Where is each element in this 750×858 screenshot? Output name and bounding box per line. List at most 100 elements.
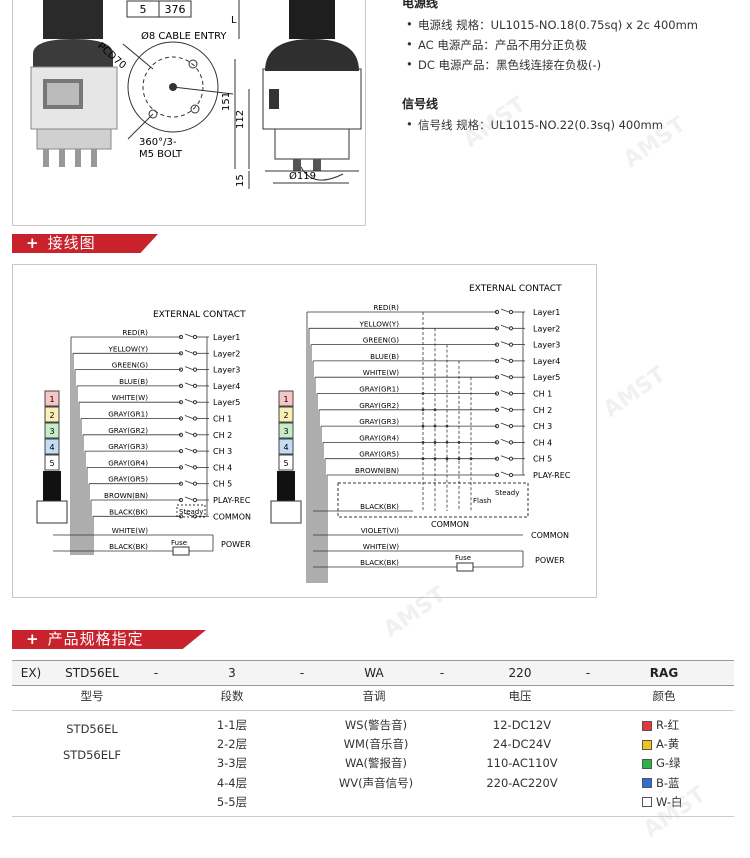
right-contact bbox=[508, 342, 514, 347]
right-wire-label: GRAY(GR3) bbox=[359, 417, 399, 426]
tower-layer-label: 5 bbox=[283, 459, 288, 468]
right-switch bbox=[500, 357, 510, 362]
right-contact bbox=[494, 424, 500, 429]
right-steady-label: Steady bbox=[495, 489, 519, 497]
left-contact bbox=[178, 400, 184, 405]
right-contact bbox=[494, 440, 500, 445]
right-contact bbox=[494, 407, 500, 412]
bottom-view-diagram bbox=[122, 41, 234, 140]
left-switch bbox=[184, 480, 194, 485]
tower-mount bbox=[36, 500, 68, 524]
voltage-options: 12-DC12V 24-DC24V 110-AC110V 220-AC220V bbox=[464, 716, 580, 793]
left-wire-label: RED(R) bbox=[122, 328, 148, 337]
voltage-option: 12-DC12V bbox=[492, 718, 552, 732]
left-wire-label: WHITE(W) bbox=[112, 393, 148, 402]
layer-option: 1-1层 bbox=[216, 718, 248, 732]
left-wire-label: GRAY(GR3) bbox=[108, 442, 148, 451]
plus-icon: + bbox=[26, 630, 40, 648]
left-contact bbox=[178, 497, 184, 503]
left-contact bbox=[192, 497, 198, 503]
table-bottom-rule bbox=[12, 816, 734, 817]
color-option-label: G-绿 bbox=[656, 756, 681, 771]
left-wire-list: RED(R)Layer1YELLOW(Y)Layer2GREEN(G)Layer… bbox=[53, 328, 251, 556]
tower-layer-label: 4 bbox=[49, 443, 54, 452]
tower-layer bbox=[44, 422, 60, 439]
right-contact bbox=[508, 358, 514, 364]
tower-layer-label: 2 bbox=[49, 411, 54, 420]
left-contact bbox=[192, 383, 198, 389]
left-wire-label: YELLOW(Y) bbox=[108, 344, 149, 353]
tower-layer bbox=[44, 406, 60, 423]
header-row: 型号 段数 音调 电压 颜色 bbox=[12, 684, 734, 711]
right-wire-label: YELLOW(Y) bbox=[359, 319, 400, 328]
dim-15: 15 bbox=[235, 174, 246, 187]
color-swatch bbox=[642, 797, 652, 808]
right-output-label: CH 2 bbox=[533, 406, 552, 415]
left-output-label: CH 2 bbox=[213, 431, 232, 440]
right-wire-label: GRAY(GR5) bbox=[359, 450, 399, 459]
left-contact bbox=[192, 351, 198, 356]
right-contact bbox=[508, 440, 514, 445]
right-contact bbox=[494, 309, 500, 315]
right-switch bbox=[500, 406, 510, 411]
left-switch bbox=[184, 366, 194, 370]
power-line-title: 电源线 bbox=[402, 0, 439, 10]
left-wire-label: BLUE(B) bbox=[119, 377, 148, 386]
dimension-drawing-frame: 5 376 PCD 70 Ø8 CAB bbox=[12, 0, 366, 226]
color-option-label: R-红 bbox=[656, 718, 680, 732]
color-swatch bbox=[642, 758, 652, 769]
example-color: RAG bbox=[649, 666, 679, 680]
tower-layer-label: 4 bbox=[283, 443, 288, 452]
left-contact bbox=[178, 449, 184, 454]
layer-option: 2-2层 bbox=[216, 737, 248, 752]
color-option-label: W-白 bbox=[656, 794, 683, 809]
right-wire-label: WHITE(W) bbox=[363, 368, 399, 377]
voltage-option: 110-AC110V bbox=[486, 756, 558, 771]
tower-mount bbox=[270, 500, 302, 524]
left-wire-label: GRAY(GR1) bbox=[108, 410, 148, 419]
right-junction bbox=[433, 441, 437, 444]
left-output-label: Layer3 bbox=[213, 366, 240, 375]
left-switch bbox=[184, 349, 194, 354]
dimension-drawing: 5 376 PCD 70 Ø8 CAB bbox=[30, 0, 362, 189]
example-dash-3: - bbox=[439, 666, 445, 680]
color-option: B-蓝 bbox=[642, 774, 732, 793]
tower-base bbox=[277, 471, 295, 501]
left-fuse bbox=[172, 546, 190, 556]
model-option: STD56ELF bbox=[62, 748, 122, 762]
watermark: AMST bbox=[599, 362, 671, 423]
right-fuse-label: Fuse bbox=[455, 554, 471, 562]
right-contact bbox=[508, 407, 514, 412]
right-switch bbox=[500, 341, 510, 345]
voltage-option: 220-AC220V bbox=[486, 775, 558, 790]
left-output-label: CH 1 bbox=[213, 415, 232, 424]
bolt-label-1: 360°/3- bbox=[139, 137, 177, 148]
left-contact bbox=[192, 481, 198, 486]
tower-layer-label: 3 bbox=[283, 427, 288, 436]
model-list: STD56EL STD56ELF bbox=[42, 716, 142, 768]
example-dash-2: - bbox=[299, 666, 305, 680]
left-contact bbox=[192, 334, 198, 340]
left-contact bbox=[178, 351, 184, 356]
right-common-inner-label: COMMON bbox=[431, 520, 469, 529]
right-contact bbox=[494, 358, 500, 364]
left-switch bbox=[184, 382, 194, 387]
right-switch bbox=[500, 439, 510, 443]
tower-layer-label: 1 bbox=[49, 395, 54, 404]
right-switch bbox=[500, 422, 510, 427]
right-contact bbox=[508, 326, 514, 331]
left-switch bbox=[184, 464, 194, 468]
right-wire-list: RED(R)Layer1YELLOW(Y)Layer2GREEN(G)Layer… bbox=[306, 303, 571, 583]
example-model: STD56EL bbox=[65, 666, 119, 680]
power-spec-2: AC 电源产品：产品不用分正负极 bbox=[406, 37, 587, 53]
tower-layer bbox=[44, 390, 60, 407]
tower-layer-label: 5 bbox=[49, 459, 54, 468]
right-external-contact-title: EXTERNAL CONTACT bbox=[469, 284, 562, 294]
left-wire-label: GRAY(GR2) bbox=[108, 426, 148, 435]
example-layers: 3 bbox=[228, 666, 236, 680]
left-contact bbox=[192, 449, 198, 454]
header-voltage: 电压 bbox=[508, 689, 532, 703]
side-view-diagram bbox=[234, 0, 362, 189]
left-output-label: CH 5 bbox=[213, 480, 232, 489]
